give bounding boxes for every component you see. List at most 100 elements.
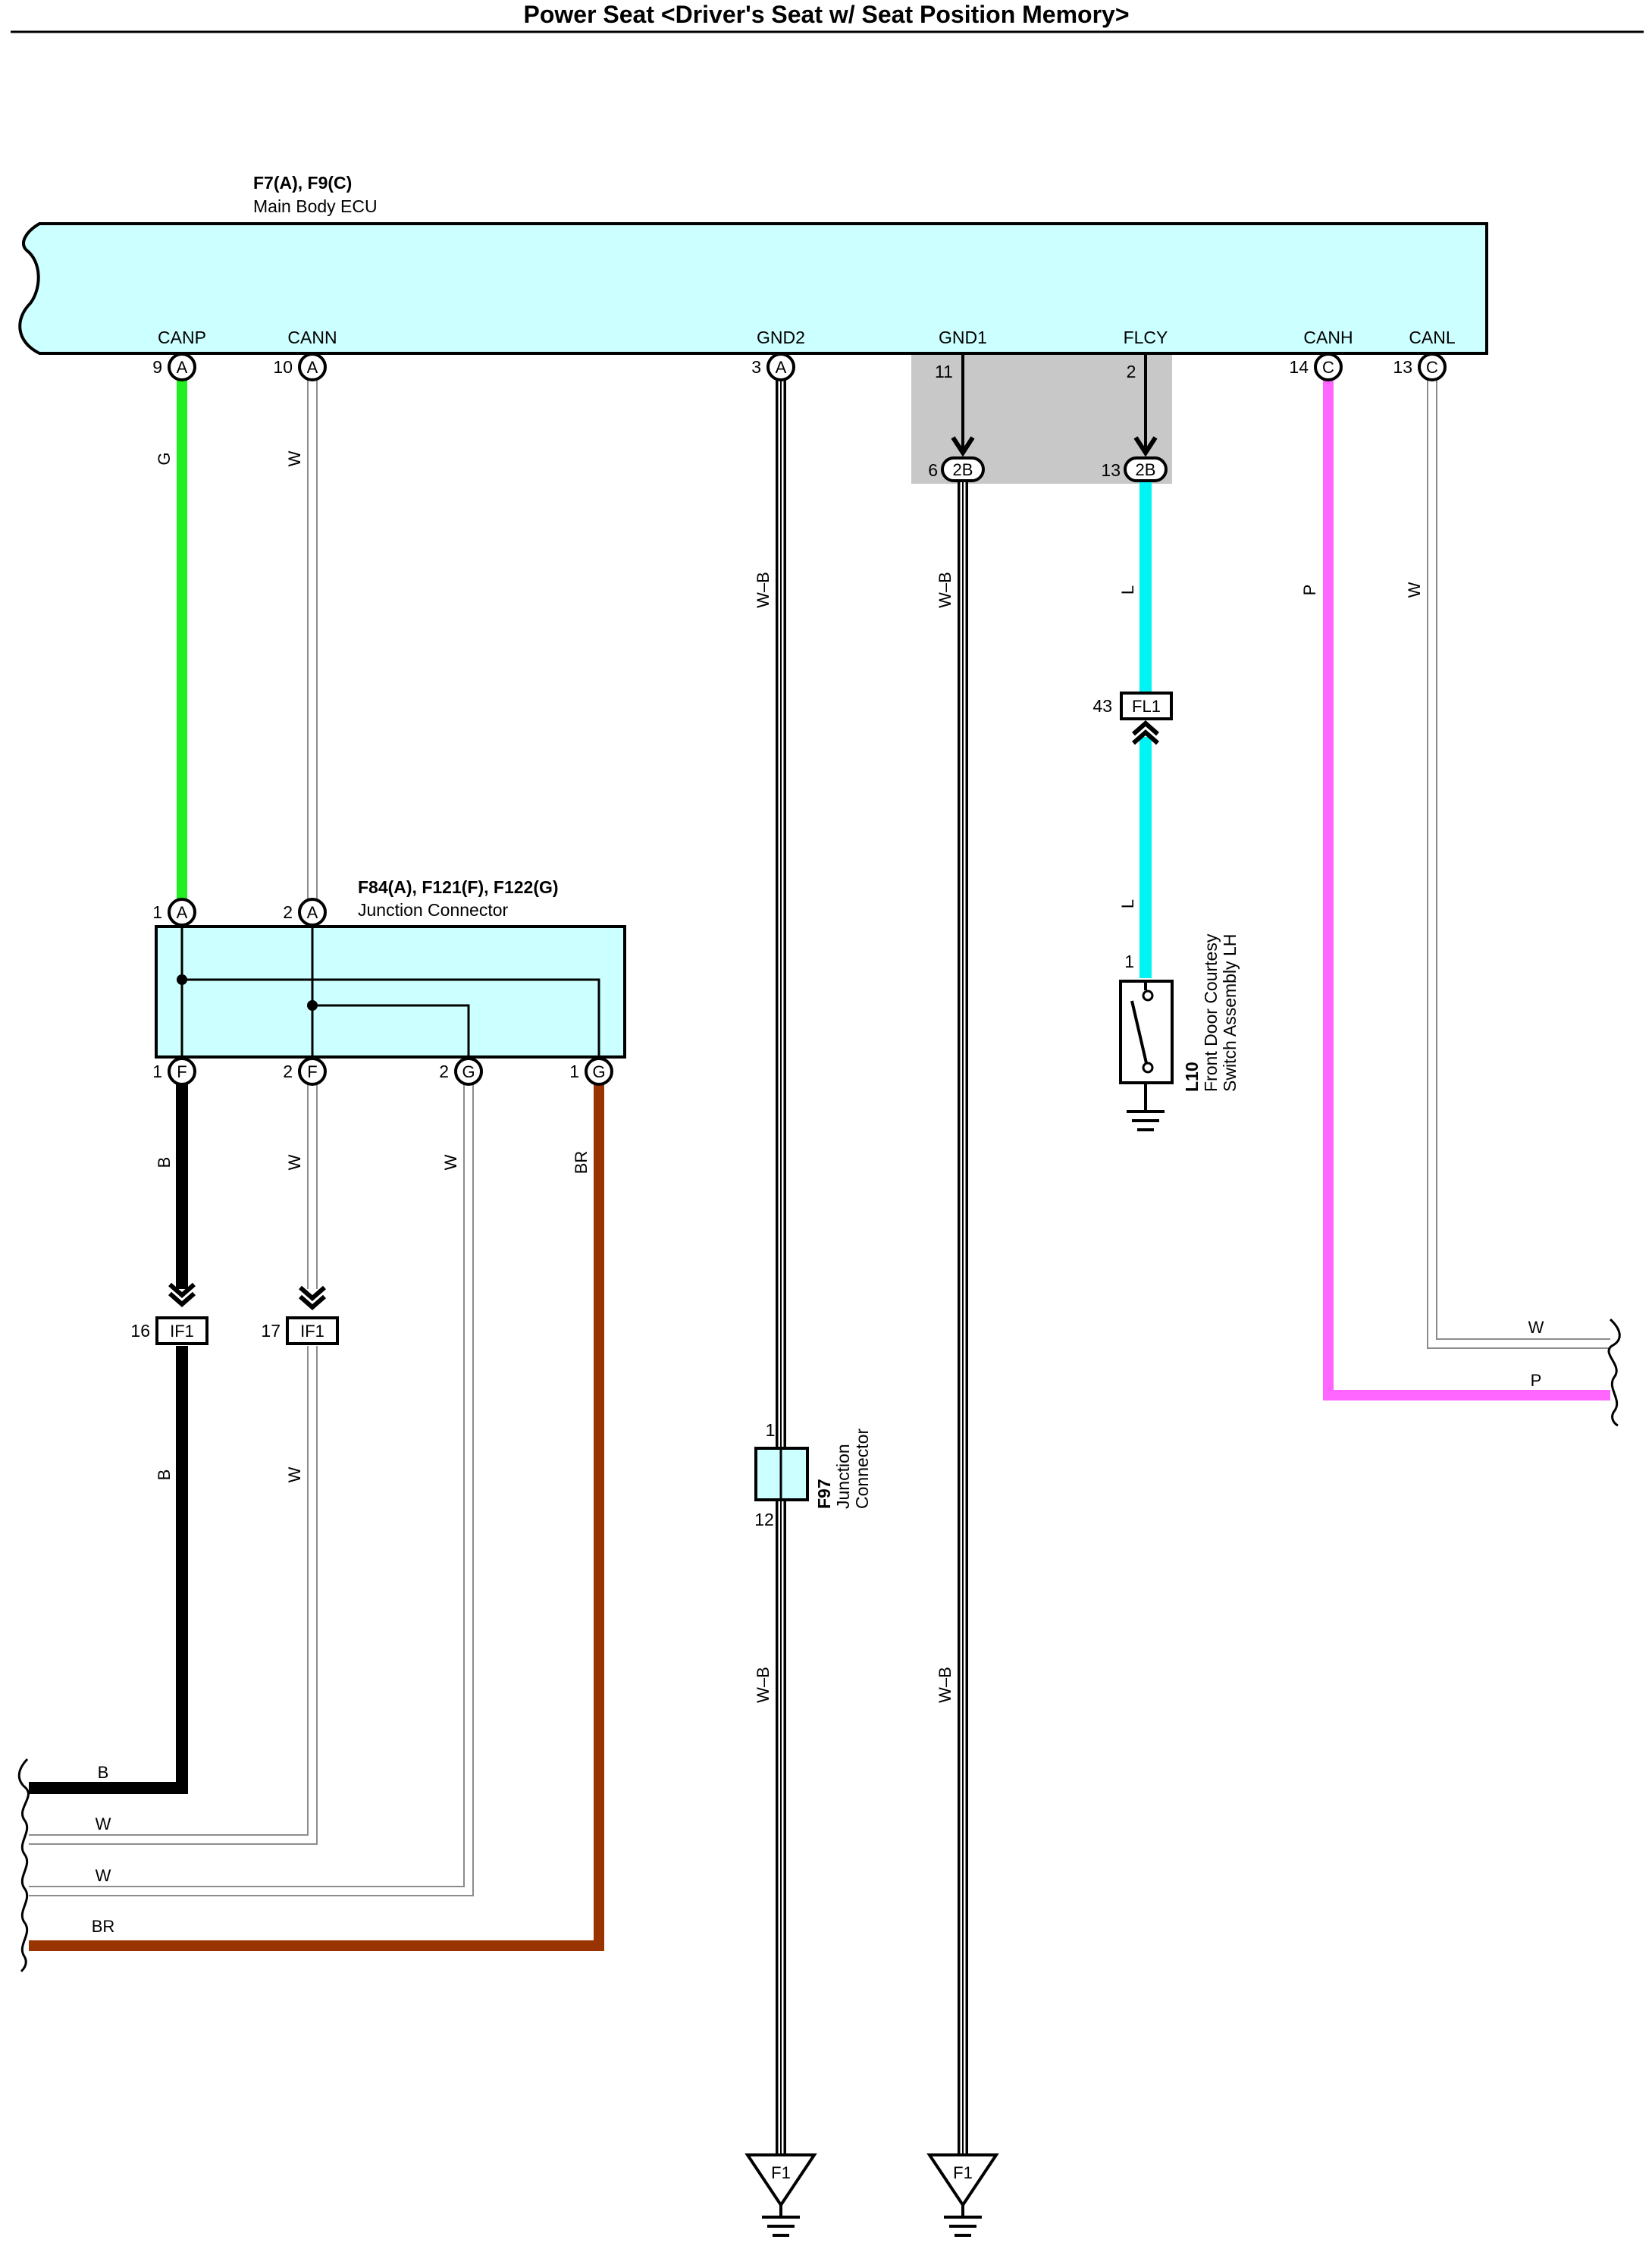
- svg-text:A: A: [177, 903, 188, 922]
- f97-name-line1: Junction: [833, 1444, 853, 1509]
- junction-connector-box: [155, 925, 626, 1059]
- l10-switch-contact-bottom: [1142, 1062, 1154, 1074]
- right-break-mark: [1607, 1318, 1621, 1427]
- wire-label-f1-upper: B: [155, 1157, 174, 1168]
- f97-name-line2: Connector: [852, 1429, 872, 1509]
- main-body-ecu-box: [18, 222, 1488, 355]
- left-break-mark: [17, 1758, 30, 1973]
- wire-label-f1-lower: B: [155, 1469, 174, 1481]
- wire-label-out-w2: W: [96, 1866, 111, 1885]
- wire-label-canl: W: [1405, 582, 1424, 598]
- svg-text:G: G: [592, 1062, 605, 1081]
- l10-pin: 1: [1124, 952, 1134, 971]
- wire-f2-w-lower: [29, 1346, 318, 1845]
- f97-pin-bottom: 12: [754, 1510, 774, 1529]
- wire-g2-w: [29, 1084, 474, 1896]
- jc-pin-a2: A: [298, 898, 327, 927]
- ecu-terminal-cann: CANN: [287, 328, 337, 347]
- ecu-pin-canp: A: [168, 353, 196, 381]
- wire-canh-p: [1323, 379, 1610, 1400]
- arrow-flcy: [1133, 436, 1158, 457]
- ecu-pin-number-gnd1: 11: [935, 362, 953, 381]
- wire-label-gnd1-upper: W–B: [936, 572, 955, 608]
- jc-pin-number-a1: 1: [152, 902, 162, 922]
- if1-17-chevrons: [299, 1285, 326, 1310]
- jc-pin-g1: G: [585, 1057, 613, 1086]
- diagram-title: Power Seat <Driver's Seat w/ Seat Positi…: [523, 1, 1129, 28]
- ground-symbol-l10: [1127, 1110, 1165, 1131]
- jc-pin-f2: F: [298, 1057, 327, 1086]
- wire-label-gnd2-upper: W–B: [754, 572, 773, 608]
- jc-pin-number-f1: 1: [152, 1062, 162, 1081]
- connector-fl1-chevrons: [1132, 720, 1159, 745]
- connector-if1-17-pin: 17: [261, 1321, 281, 1341]
- jc-pin-a1: A: [168, 898, 196, 927]
- wire-label-flcy-lower: L: [1118, 899, 1137, 908]
- wire-label-flcy-upper: L: [1118, 585, 1137, 594]
- svg-text:F1: F1: [771, 2163, 791, 2182]
- jc-node-2: [307, 1000, 318, 1011]
- svg-text:F: F: [307, 1062, 317, 1081]
- wire-label-out-b: B: [98, 1763, 109, 1782]
- pin-2b-gnd1: 2B: [941, 456, 985, 482]
- svg-text:A: A: [177, 358, 188, 377]
- jc-pin-number-g2: 2: [439, 1062, 449, 1081]
- svg-text:G: G: [462, 1062, 475, 1081]
- l10-code: L10: [1182, 1062, 1202, 1092]
- ecu-terminal-canl: CANL: [1409, 328, 1456, 347]
- wire-label-out-br: BR: [92, 1917, 115, 1936]
- svg-text:C: C: [1322, 358, 1334, 377]
- wire-label-g1: BR: [572, 1151, 591, 1175]
- connector-if1-16: [155, 1316, 208, 1345]
- wire-canl-w: [1427, 379, 1610, 1349]
- connector-if1-16-pin: 16: [130, 1321, 150, 1341]
- jc-name: Junction Connector: [358, 900, 509, 920]
- wire-label-out-w1: W: [96, 1814, 111, 1833]
- wire-g1-br: [29, 1084, 604, 1951]
- wire-label-g2: W: [441, 1154, 460, 1170]
- jc-pin-number-f2: 2: [283, 1062, 293, 1081]
- connector-fl1-name: FL1: [1132, 697, 1161, 716]
- ecu-pin-gnd2: A: [766, 353, 795, 381]
- l10-switch-contact-top: [1142, 990, 1154, 1002]
- wire-label-gnd2-lower: W–B: [754, 1667, 773, 1703]
- ecu-pin-number-canp: 9: [152, 357, 162, 377]
- svg-text:A: A: [307, 903, 318, 922]
- ecu-terminal-canp: CANP: [158, 328, 206, 347]
- ecu-pin-number-gnd2: 3: [751, 357, 761, 377]
- l10-name-line2: Switch Assembly LH: [1220, 934, 1240, 1092]
- jc-node-1: [177, 974, 187, 985]
- connector-if1-17-name: IF1: [300, 1322, 324, 1341]
- wire-label-canh-out: P: [1531, 1371, 1542, 1390]
- jc-pin-f1: F: [168, 1057, 196, 1086]
- ecu-terminal-gnd1: GND1: [939, 328, 987, 347]
- wire-label-canh: P: [1300, 585, 1319, 596]
- ecu-terminal-canh: CANH: [1303, 328, 1353, 347]
- wire-label-f2-upper: W: [285, 1154, 304, 1170]
- wire-f1-b-lower: [29, 1346, 188, 1794]
- svg-text:2B: 2B: [1136, 460, 1156, 479]
- connector-fl1-pin: 43: [1092, 696, 1112, 716]
- f97-code: F97: [814, 1479, 834, 1509]
- if1-16-chevrons: [168, 1282, 196, 1307]
- ground-point-f1-gnd2: F1: [744, 2153, 817, 2237]
- svg-text:2B: 2B: [953, 460, 973, 479]
- ecu-terminal-flcy: FLCY: [1124, 328, 1168, 347]
- ecu-pin-number-flcy: 2: [1127, 362, 1136, 381]
- pin-number-2b-flcy: 13: [1101, 460, 1121, 480]
- ecu-terminal-gnd2: GND2: [757, 328, 805, 347]
- ecu-pin-cann: A: [298, 353, 327, 381]
- wire-label-cann: W: [285, 450, 304, 466]
- jc-pin-number-a2: 2: [283, 902, 293, 922]
- ecu-name: Main Body ECU: [253, 196, 378, 216]
- jc-code: F84(A), F121(F), F122(G): [358, 877, 559, 897]
- svg-text:A: A: [776, 358, 787, 377]
- ecu-pin-number-cann: 10: [273, 357, 293, 377]
- ground-point-f1-gnd1: F1: [926, 2153, 999, 2237]
- arrow-gnd1: [951, 436, 975, 457]
- connector-if1-16-name: IF1: [170, 1322, 194, 1341]
- l10-switch-lever: [1130, 1000, 1148, 1064]
- svg-text:F: F: [177, 1062, 187, 1081]
- wire-label-gnd1-lower: W–B: [936, 1667, 955, 1703]
